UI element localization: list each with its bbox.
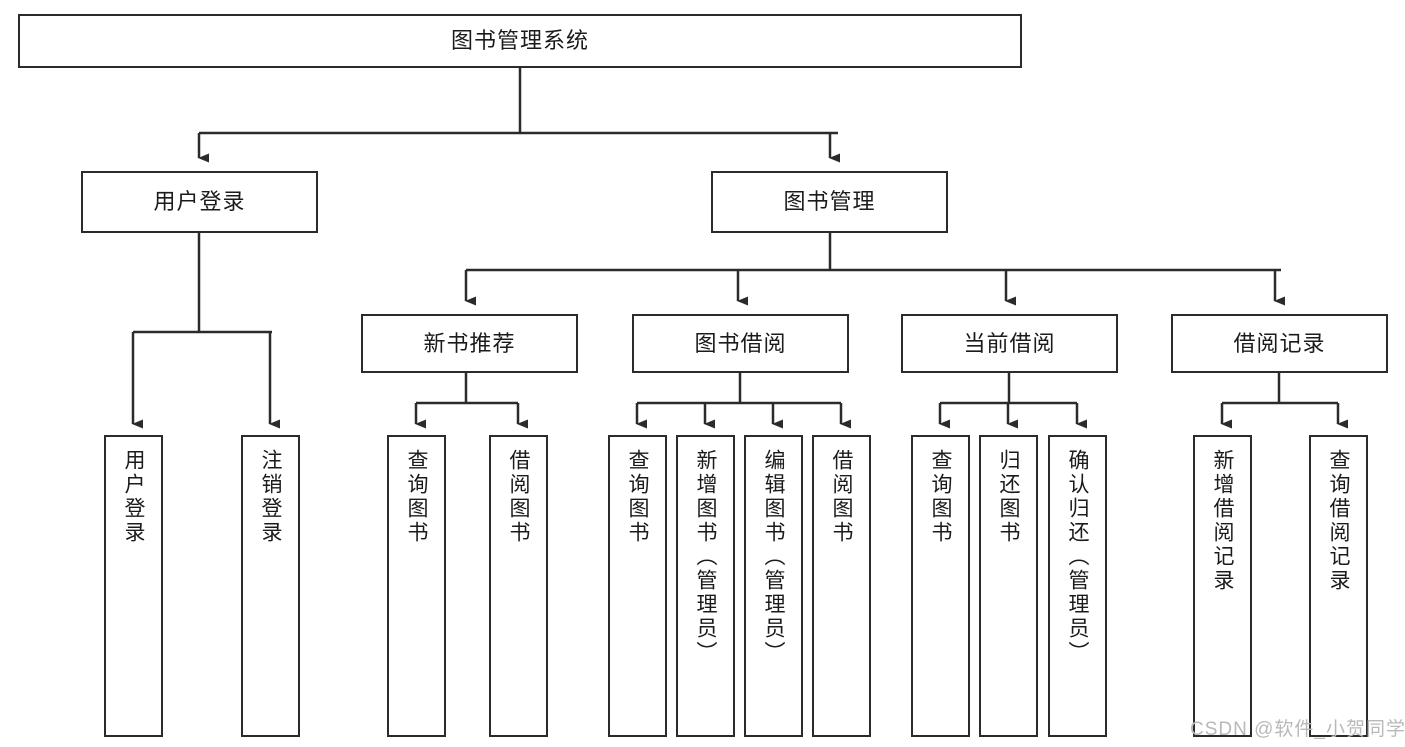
node-user-login-label: 用户登录: [153, 189, 246, 215]
leaf-current-query-books-label: 查询图书: [929, 449, 952, 545]
node-book-management[interactable]: 图书管理: [711, 171, 948, 233]
leaf-record-add-record-label: 新增借阅记录: [1211, 449, 1234, 593]
leaf-logout-label: 注销登录: [259, 449, 282, 545]
leaf-borrow-borrow-books[interactable]: 借阅图书: [812, 435, 871, 737]
node-borrow-record-label: 借阅记录: [1233, 330, 1326, 356]
node-book-borrow-label: 图书借阅: [694, 330, 787, 356]
leaf-borrow-edit-book-admin-label: 编辑图书（管理员）: [762, 449, 785, 665]
leaf-newbook-borrow-books[interactable]: 借阅图书: [489, 435, 548, 737]
leaf-current-return-books-label: 归还图书: [997, 449, 1020, 545]
node-root-label: 图书管理系统: [450, 28, 589, 54]
node-root[interactable]: 图书管理系统: [18, 14, 1022, 68]
leaf-record-query-record[interactable]: 查询借阅记录: [1309, 435, 1368, 737]
node-book-management-label: 图书管理: [783, 189, 876, 215]
node-current-borrow-label: 当前借阅: [963, 330, 1056, 356]
leaf-user-login-label: 用户登录: [122, 449, 145, 545]
leaf-borrow-add-book-admin[interactable]: 新增图书（管理员）: [676, 435, 735, 737]
node-new-book-recommend-label: 新书推荐: [423, 330, 516, 356]
leaf-newbook-borrow-books-label: 借阅图书: [507, 449, 530, 545]
leaf-borrow-add-book-admin-label: 新增图书（管理员）: [694, 449, 717, 665]
leaf-logout[interactable]: 注销登录: [241, 435, 300, 737]
node-current-borrow[interactable]: 当前借阅: [901, 314, 1118, 373]
node-borrow-record[interactable]: 借阅记录: [1171, 314, 1388, 373]
node-user-login[interactable]: 用户登录: [81, 171, 318, 233]
leaf-current-confirm-return-admin-label: 确认归还（管理员）: [1066, 449, 1089, 665]
leaf-current-return-books[interactable]: 归还图书: [979, 435, 1038, 737]
node-new-book-recommend[interactable]: 新书推荐: [361, 314, 578, 373]
leaf-current-query-books[interactable]: 查询图书: [911, 435, 970, 737]
leaf-borrow-query-books[interactable]: 查询图书: [608, 435, 667, 737]
leaf-record-add-record[interactable]: 新增借阅记录: [1193, 435, 1252, 737]
node-book-borrow[interactable]: 图书借阅: [632, 314, 849, 373]
leaf-borrow-borrow-books-label: 借阅图书: [830, 449, 853, 545]
leaf-current-confirm-return-admin[interactable]: 确认归还（管理员）: [1048, 435, 1107, 737]
leaf-record-query-record-label: 查询借阅记录: [1327, 449, 1350, 593]
leaf-user-login[interactable]: 用户登录: [104, 435, 163, 737]
watermark-text: CSDN @软件_小贺同学: [1190, 719, 1405, 740]
leaf-borrow-query-books-label: 查询图书: [626, 449, 649, 545]
leaf-borrow-edit-book-admin[interactable]: 编辑图书（管理员）: [744, 435, 803, 737]
leaf-newbook-query-books-label: 查询图书: [405, 449, 428, 545]
leaf-newbook-query-books[interactable]: 查询图书: [387, 435, 446, 737]
